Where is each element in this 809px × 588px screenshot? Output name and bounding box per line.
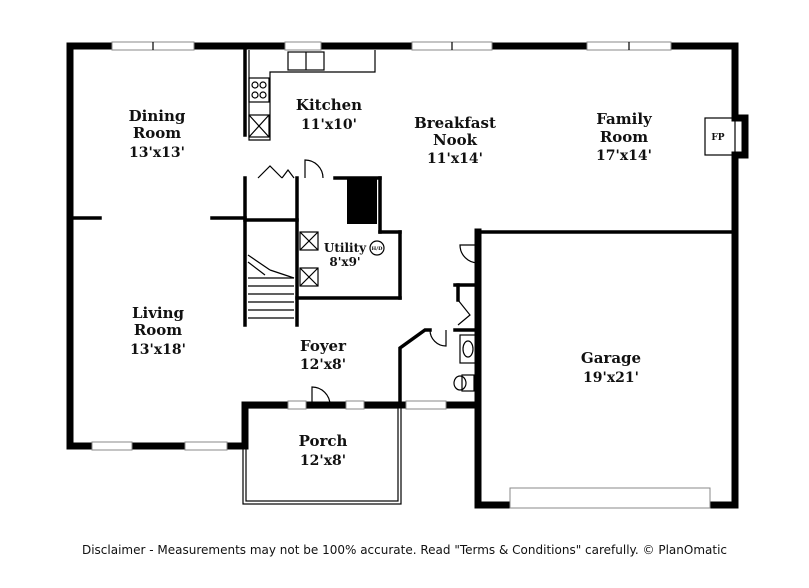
fireplace: FP	[704, 117, 736, 156]
half-bath-fixtures	[453, 334, 477, 392]
porch-name: Porch	[299, 432, 348, 450]
living-room-name-1: Living	[132, 304, 185, 322]
garage-dims: 19'x21'	[583, 370, 639, 386]
dining-room-name-1: Dining	[129, 107, 186, 125]
foyer-dims: 12'x8'	[300, 357, 346, 373]
water-heater-icon	[369, 240, 385, 256]
breakfast-nook-dims: 11'x14'	[427, 151, 483, 167]
kitchen-name: Kitchen	[296, 96, 362, 114]
water-heater-label: H/D	[372, 246, 384, 252]
utility-fixtures	[299, 231, 385, 287]
interior-walls	[70, 48, 737, 407]
garage-name: Garage	[581, 349, 641, 367]
living-room-name-2: Room	[134, 321, 182, 339]
breakfast-nook-name-2: Nook	[433, 131, 478, 149]
disclaimer-text: Disclaimer - Measurements may not be 100…	[81, 543, 728, 557]
porch-dims: 12'x8'	[300, 453, 346, 469]
kitchen-dims: 11'x10'	[301, 117, 357, 133]
utility-name: Utility	[324, 241, 367, 255]
living-room-dims: 13'x18'	[130, 342, 186, 358]
refrigerator-block	[347, 178, 377, 224]
stairs	[247, 254, 295, 319]
dining-room-dims: 13'x13'	[129, 145, 185, 161]
room-labels: Dining Room 13'x13' Kitchen 11'x10' Brea…	[129, 96, 653, 469]
fireplace-label: FP	[711, 133, 724, 143]
kitchen-fixtures	[248, 50, 376, 141]
family-room-name-2: Room	[600, 128, 648, 146]
dining-room-name-2: Room	[133, 124, 181, 142]
doors	[257, 159, 479, 406]
breakfast-nook-name-1: Breakfast	[414, 114, 496, 132]
utility-dims: 8'x9'	[329, 255, 360, 269]
foyer-name: Foyer	[300, 337, 347, 355]
windows	[91, 41, 711, 509]
family-room-dims: 17'x14'	[596, 148, 652, 164]
family-room-name-1: Family	[596, 110, 653, 128]
